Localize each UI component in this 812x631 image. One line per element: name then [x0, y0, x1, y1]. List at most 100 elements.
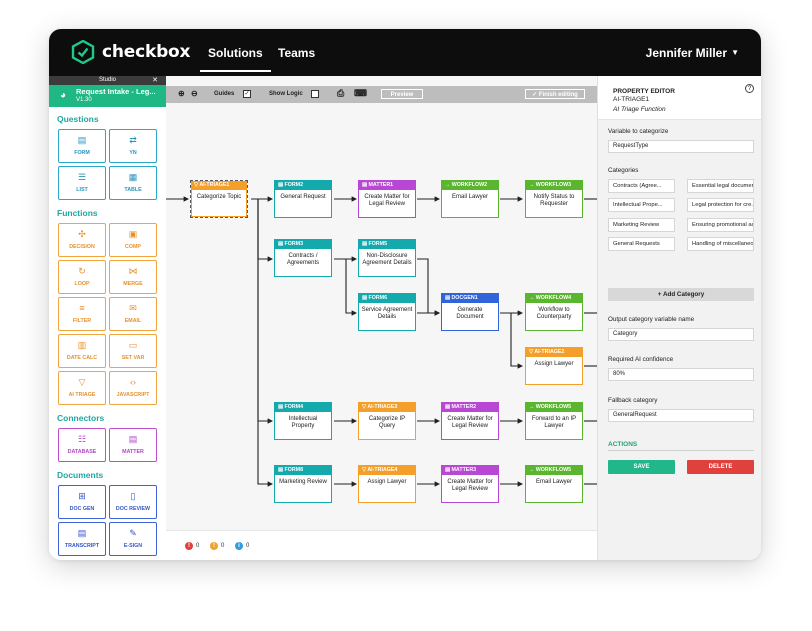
output-variable-input[interactable]: Category	[608, 328, 754, 341]
delete-button[interactable]: DELETE	[687, 460, 754, 474]
error-count[interactable]: !0	[185, 542, 199, 550]
confidence-label: Required AI confidence	[608, 356, 674, 363]
tile-matter[interactable]: ▤MATTER	[109, 428, 157, 462]
connectors-layer	[166, 196, 597, 487]
node-header: ▽ AI-TRIAGE1	[191, 181, 247, 190]
tile-loop[interactable]: ↻LOOP	[58, 260, 106, 294]
chevron-down-icon[interactable]: ▼	[731, 48, 739, 57]
tile-database[interactable]: ☷DATABASE	[58, 428, 106, 462]
warning-count[interactable]: !0	[210, 542, 224, 550]
tile-set-var[interactable]: ▭SET VAR	[109, 334, 157, 368]
tile-filter[interactable]: ≡FILTER	[58, 297, 106, 331]
tile-e-sign[interactable]: ✎E-SIGN	[109, 522, 157, 556]
variable-label: Variable to categorize	[608, 128, 669, 135]
show-logic-checkbox[interactable]	[311, 90, 319, 98]
tile-date-calc[interactable]: ▥DATE CALC	[58, 334, 106, 368]
tile-javascript[interactable]: ‹›JAVASCRIPT	[109, 371, 157, 405]
checkbox-logo-icon	[71, 40, 95, 64]
fallback-input[interactable]: GeneralRequest	[608, 409, 754, 422]
confidence-input[interactable]: 80%	[608, 368, 754, 381]
tile-transcript[interactable]: ▤TRANSCRIPT	[58, 522, 106, 556]
tile-table[interactable]: ▦TABLE	[109, 166, 157, 200]
node-header: ▤ FORM5	[359, 240, 415, 249]
nav-teams[interactable]: Teams	[278, 46, 316, 60]
preview-button[interactable]: Preview	[381, 89, 423, 99]
zoom-out-icon[interactable]: ⊖	[191, 89, 198, 98]
node-header: ▤ MATTER3	[442, 466, 498, 475]
category-desc-chip[interactable]: Handling of miscellaneo...	[687, 237, 754, 251]
app-window: checkbox Solutions Teams Jennifer Miller…	[49, 29, 761, 560]
category-desc-chip[interactable]: Essential legal documen...	[687, 179, 754, 193]
connector-lines	[166, 196, 597, 487]
node-header: ▽ AI-TRIAGE3	[359, 403, 415, 412]
section-questions: Questions	[57, 114, 99, 124]
variable-input[interactable]: RequestType	[608, 140, 754, 153]
node-body: General Request	[280, 194, 326, 200]
node-header: ▤ FORM4	[275, 403, 331, 412]
node-header: ▤ MATTER1	[359, 181, 415, 190]
nav-solutions[interactable]: Solutions	[200, 46, 271, 72]
category-desc-chip[interactable]: Ensuring promotional ac...	[687, 218, 754, 232]
table-icon: ▦	[128, 172, 138, 182]
close-icon[interactable]: ✕	[152, 77, 158, 84]
section-documents: Documents	[57, 470, 104, 480]
node-header: ▤ DOCGEN1	[442, 294, 498, 303]
tile-comp[interactable]: ▣COMP	[109, 223, 157, 257]
finish-editing-button[interactable]: ✓ Finish editing	[525, 89, 585, 99]
tile-list[interactable]: ☰LIST	[58, 166, 106, 200]
node-header: ▤ FORM8	[275, 466, 331, 475]
info-icon: i	[235, 542, 243, 550]
save-button[interactable]: SAVE	[608, 460, 675, 474]
category-name-chip[interactable]: Intellectual Prope...	[608, 198, 675, 212]
zoom-in-icon[interactable]: ⊕	[178, 89, 185, 98]
tile-form[interactable]: ▤FORM	[58, 129, 106, 163]
workflow-canvas[interactable]: ⊕ ⊖ Guides ✓ Show Logic ⎙ ⌨ Preview ✓ Fi…	[166, 76, 597, 560]
add-category-button[interactable]: + Add Category	[608, 288, 754, 301]
category-name-chip[interactable]: General Requests	[608, 237, 675, 251]
variable-icon: ▭	[128, 340, 138, 350]
user-menu[interactable]: Jennifer Miller	[645, 46, 727, 60]
category-name-chip[interactable]: Marketing Review	[608, 218, 675, 232]
help-icon[interactable]: ?	[745, 84, 754, 93]
category-name-chip[interactable]: Contracts (Agree...	[608, 179, 675, 193]
tile-yn[interactable]: ⇄YN	[109, 129, 157, 163]
node-header: ▤ FORM3	[275, 240, 331, 249]
tile-email[interactable]: ✉EMAIL	[109, 297, 157, 331]
print-icon[interactable]: ⎙	[337, 88, 345, 98]
brand-logo[interactable]: checkbox	[71, 40, 191, 64]
filter-icon: ≡	[79, 303, 85, 313]
tile-doc-gen[interactable]: ⊞DOC GEN	[58, 485, 106, 519]
workflow-header[interactable]: ◕ Request Intake - Leg... V1.30	[49, 85, 166, 107]
guides-checkbox[interactable]: ✓	[243, 90, 251, 98]
node-body: Generate Document	[456, 307, 484, 320]
studio-label: Studio	[98, 77, 116, 83]
tile-decision[interactable]: ✣DECISION	[58, 223, 106, 257]
palette-icon: ◕	[60, 90, 67, 101]
tile-merge[interactable]: ⋈MERGE	[109, 260, 157, 294]
tile-ai-triage[interactable]: ▽AI TRIAGE	[58, 371, 106, 405]
category-desc-chip[interactable]: Legal protection for cre...	[687, 198, 754, 212]
keyboard-icon[interactable]: ⌨	[354, 88, 367, 98]
tile-doc-review[interactable]: ▯DOC REVIEW	[109, 485, 157, 519]
